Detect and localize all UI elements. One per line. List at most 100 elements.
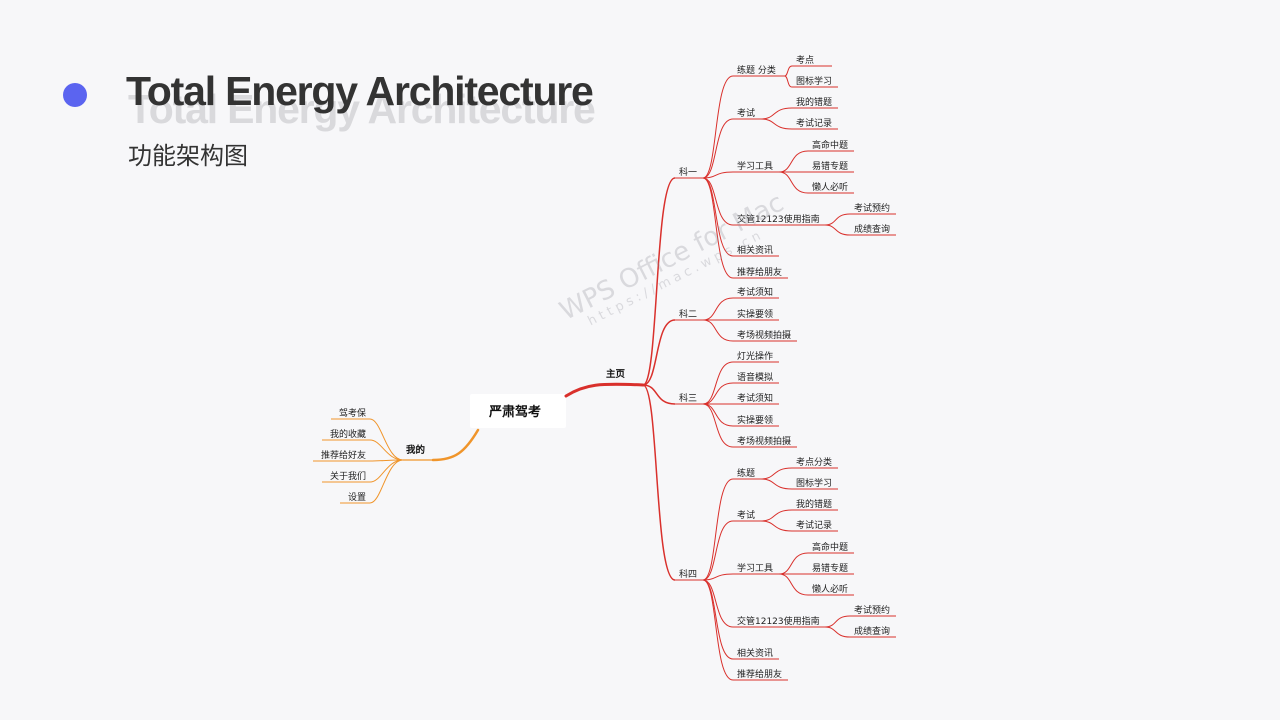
level2-node-2-1[interactable]: 语音模拟 (737, 371, 773, 383)
connector-l2-3-0 (702, 478, 734, 581)
level2-node-3-0[interactable]: 练题 (737, 467, 755, 479)
level1-node-0[interactable]: 科一 (679, 166, 697, 178)
connector-mine-3 (369, 459, 404, 483)
connector-l3-0-1-1 (760, 118, 793, 130)
connector-l2-0-5 (702, 177, 734, 279)
level2-node-2-4[interactable]: 考场视频拍摄 (737, 435, 791, 447)
connector-l2-3-1 (702, 520, 734, 581)
connector-l2-2-3 (702, 403, 734, 427)
connector-l3-3-2-2 (778, 573, 809, 596)
connector-root-mine (431, 428, 480, 462)
level3-node-3-2-2[interactable]: 懒人必听 (812, 583, 848, 595)
connector-l3-3-0-1 (760, 478, 793, 490)
page-title: Total Energy Architecture (126, 68, 594, 114)
connector-l3-0-0-1 (784, 75, 793, 88)
connector-l2-2-1 (702, 382, 734, 405)
connector-l3-0-3-1 (824, 224, 851, 236)
level3-node-0-1-1[interactable]: 考试记录 (796, 117, 832, 129)
connector-mine-4 (369, 459, 404, 504)
connector-l2-0-0 (702, 75, 734, 179)
level2-node-3-1[interactable]: 考试 (737, 509, 755, 521)
level3-node-3-0-1[interactable]: 图标学习 (796, 477, 832, 489)
level3-node-0-0-0[interactable]: 考点 (796, 55, 814, 66)
level3-node-0-2-0[interactable]: 高命中题 (812, 139, 848, 151)
level2-node-2-3[interactable]: 实操要领 (737, 414, 773, 426)
level3-node-0-3-0[interactable]: 考试预约 (854, 202, 890, 214)
connector-l2-0-2 (702, 171, 734, 179)
level1-node-1[interactable]: 科二 (679, 308, 697, 320)
connector-l2-1-2 (702, 319, 734, 342)
mine-node-0[interactable]: 驾考保 (339, 407, 366, 419)
connector-main-3 (642, 384, 676, 581)
level2-node-0-3[interactable]: 交管12123使用指南 (737, 213, 820, 225)
level2-node-0-1[interactable]: 考试 (737, 107, 755, 119)
mine-node-4[interactable]: 设置 (348, 492, 366, 503)
level2-node-1-1[interactable]: 实操要领 (737, 308, 773, 320)
connector-l3-0-2-2 (778, 171, 809, 194)
connector-l3-3-3-1 (824, 626, 851, 638)
main-branch-label: 主页 (606, 368, 626, 380)
connector-l3-3-3-0 (824, 615, 851, 628)
level2-node-3-5[interactable]: 推荐给朋友 (737, 668, 782, 680)
root-node-box[interactable] (470, 394, 566, 428)
level2-node-1-2[interactable]: 考场视频拍摄 (737, 329, 791, 341)
mine-node-3[interactable]: 关于我们 (330, 470, 366, 482)
level2-node-1-0[interactable]: 考试须知 (737, 286, 773, 298)
connector-mine-0 (369, 418, 404, 461)
connector-mine-1 (369, 439, 404, 461)
level2-node-0-4[interactable]: 相关资讯 (737, 244, 773, 256)
connector-l3-3-2-0 (778, 552, 809, 575)
level2-node-3-2[interactable]: 学习工具 (737, 562, 773, 574)
connector-l3-0-2-0 (778, 150, 809, 173)
level3-node-3-0-0[interactable]: 考点分类 (796, 456, 832, 468)
connector-l2-1-0 (702, 297, 734, 321)
level3-node-0-2-2[interactable]: 懒人必听 (812, 181, 848, 193)
connector-l2-3-4 (702, 579, 734, 660)
mine-branch-label: 我的 (406, 444, 426, 456)
title-bullet (63, 83, 87, 107)
level3-node-0-1-0[interactable]: 我的错题 (796, 96, 832, 108)
connector-l3-0-0-0 (784, 65, 793, 77)
connector-l2-0-3 (702, 177, 734, 226)
level3-node-3-2-0[interactable]: 高命中题 (812, 541, 848, 553)
connector-main-1 (642, 319, 676, 386)
level3-node-3-3-0[interactable]: 考试预约 (854, 604, 890, 616)
level1-node-2[interactable]: 科三 (679, 392, 697, 404)
connector-l2-2-4 (702, 403, 734, 448)
level3-node-3-1-0[interactable]: 我的错题 (796, 498, 832, 510)
level3-node-0-3-1[interactable]: 成绩查询 (854, 223, 890, 235)
title-reflection: Total Energy Architecture (128, 86, 596, 132)
connector-main-2 (642, 384, 676, 405)
connector-l3-3-1-0 (760, 509, 793, 522)
level3-node-0-2-1[interactable]: 易错专题 (812, 160, 848, 172)
connector-l2-0-4 (702, 177, 734, 257)
connector-l3-3-1-1 (760, 520, 793, 532)
page-subtitle: 功能架构图 (128, 142, 248, 170)
level2-node-2-0[interactable]: 灯光操作 (737, 350, 773, 362)
level3-node-0-0-1[interactable]: 图标学习 (796, 75, 832, 87)
level2-node-0-0[interactable]: 练题 分类 (737, 64, 776, 76)
level3-node-3-2-1[interactable]: 易错专题 (812, 562, 848, 574)
level3-node-3-1-1[interactable]: 考试记录 (796, 519, 832, 531)
mine-node-1[interactable]: 我的收藏 (330, 428, 366, 440)
connector-l3-3-0-0 (760, 467, 793, 480)
level2-node-2-2[interactable]: 考试须知 (737, 392, 773, 404)
connector-l3-0-1-0 (760, 107, 793, 120)
connector-l3-0-3-0 (824, 213, 851, 226)
level3-node-3-3-1[interactable]: 成绩查询 (854, 625, 890, 637)
connector-l2-3-5 (702, 579, 734, 681)
level2-node-3-4[interactable]: 相关资讯 (737, 647, 773, 659)
connector-l2-3-3 (702, 579, 734, 628)
mine-node-2[interactable]: 推荐给好友 (321, 449, 366, 461)
connector-l2-0-1 (702, 118, 734, 179)
level2-node-0-2[interactable]: 学习工具 (737, 160, 773, 172)
level2-node-3-3[interactable]: 交管12123使用指南 (737, 615, 820, 627)
connector-root-main (564, 382, 645, 398)
connector-l2-2-0 (702, 361, 734, 405)
connector-main-0 (642, 177, 676, 386)
root-node-label: 严肃驾考 (488, 404, 541, 420)
level2-node-0-5[interactable]: 推荐给朋友 (737, 266, 782, 278)
level1-node-3[interactable]: 科四 (679, 568, 697, 580)
